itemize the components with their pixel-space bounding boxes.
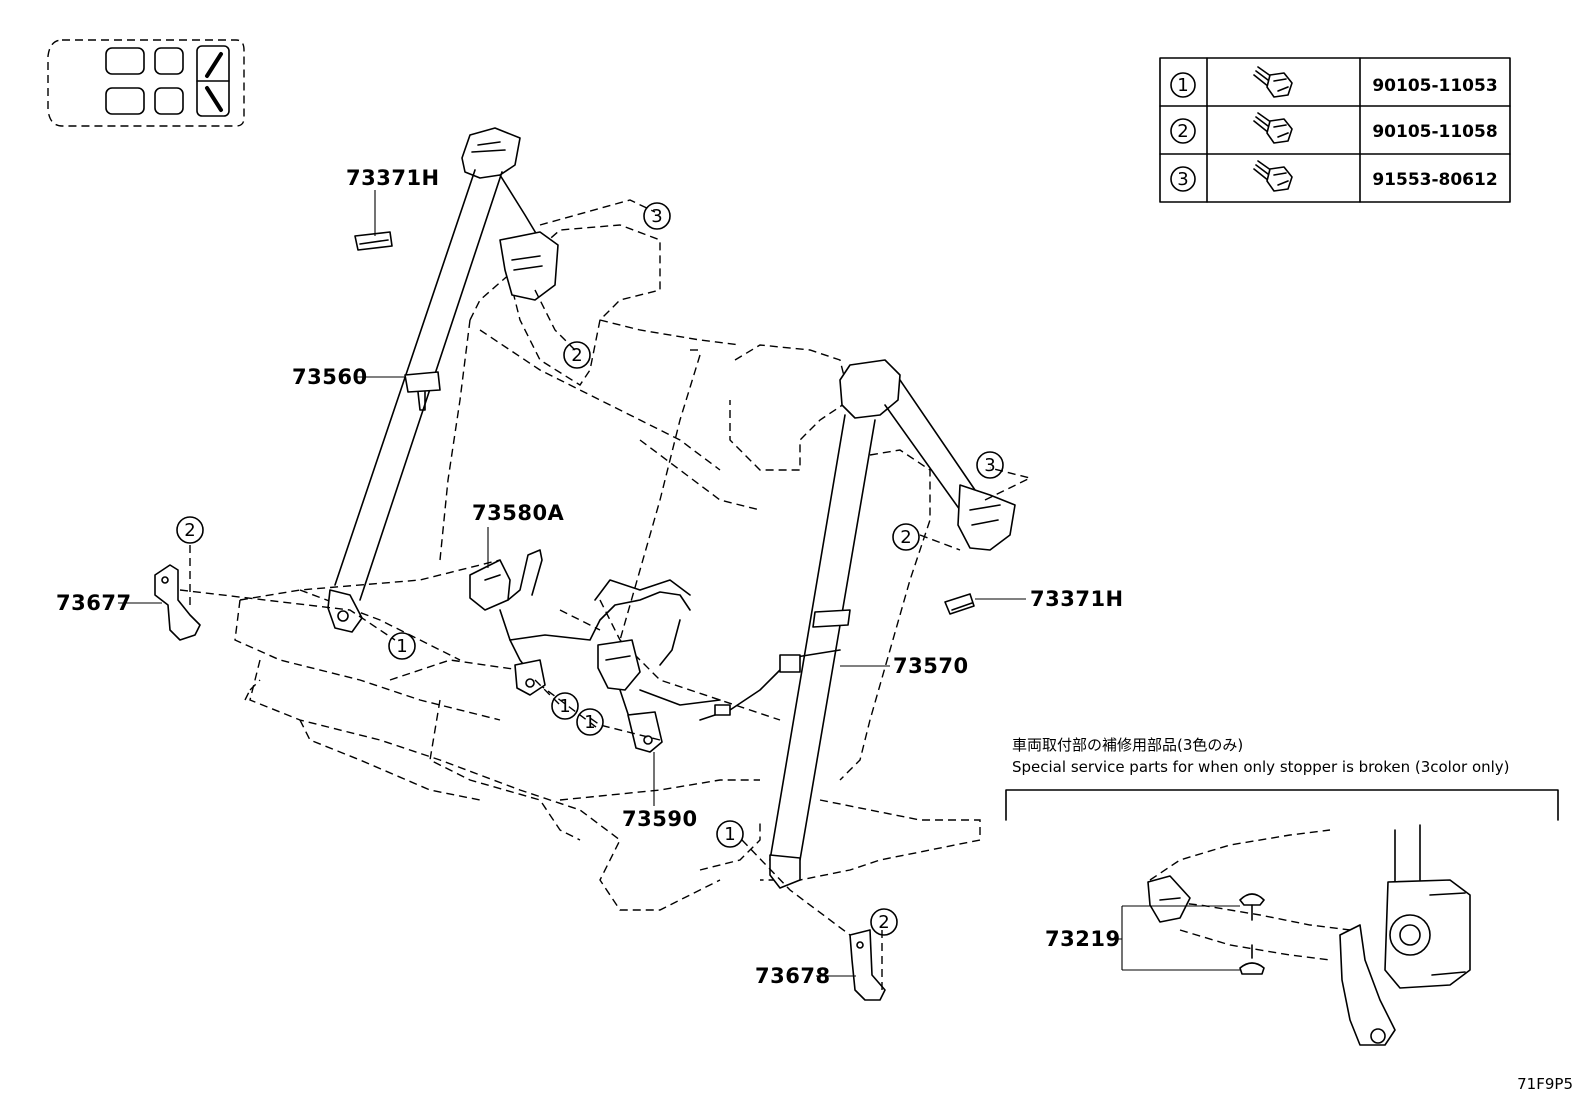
- part-label: 73560: [292, 365, 368, 389]
- svg-text:3: 3: [651, 206, 662, 227]
- part-label: 73580A: [472, 501, 565, 525]
- svg-text:2: 2: [900, 527, 911, 548]
- circle-ref-3-top: 3: [643, 202, 671, 230]
- svg-text:1: 1: [584, 712, 595, 733]
- callout-73570: 73570: [840, 654, 969, 678]
- service-parts-inset: 車両取付部の補修用部品(3色のみ) Special service parts …: [1005, 736, 1559, 1046]
- svg-text:3: 3: [984, 455, 995, 476]
- callout-73590: 73590: [622, 752, 698, 831]
- fastener-part-number: 91553-80612: [1372, 170, 1497, 190]
- circle-ref-1-bottom: 1: [716, 820, 744, 848]
- inset-title-en: Special service parts for when only stop…: [1012, 758, 1510, 776]
- circle-ref-2-top: 2: [563, 341, 591, 369]
- circle-ref-1-center-lower: 1: [576, 708, 604, 736]
- svg-text:1: 1: [396, 636, 407, 657]
- bolt-icon: [1253, 160, 1293, 192]
- part-label: 73570: [893, 654, 969, 678]
- fastener-part-number: 90105-11058: [1372, 122, 1497, 142]
- bolt-icon: [1253, 112, 1293, 144]
- bracket-73678: [849, 929, 886, 1001]
- callout-73678: 73678: [755, 964, 856, 988]
- fastener-ref: 1: [1177, 75, 1188, 96]
- figure-code: 71F9P5: [1517, 1075, 1573, 1093]
- fastener-table: 1 90105-11053 2 90105-11058 3: [1159, 57, 1511, 203]
- fastener-row: 3 91553-80612: [1170, 160, 1498, 192]
- cover-73371H-upper: [354, 231, 393, 251]
- circle-ref-2-left: 2: [176, 516, 204, 544]
- svg-text:1: 1: [724, 824, 735, 845]
- fastener-row: 2 90105-11058: [1170, 112, 1498, 144]
- fastener-ref: 2: [1177, 121, 1188, 142]
- left-seatbelt-73560: [327, 127, 559, 633]
- cover-73371H-right: [944, 593, 975, 615]
- callout-73677: 73677: [56, 591, 162, 615]
- svg-text:2: 2: [571, 345, 582, 366]
- svg-text:1: 1: [559, 696, 570, 717]
- bracket-73677: [154, 564, 201, 641]
- circle-ref-3-right: 3: [976, 451, 1004, 479]
- part-label: 73371H: [1030, 587, 1124, 611]
- vehicle-locator-icon: [47, 39, 245, 127]
- buckle-assembly-73590: [597, 639, 721, 753]
- circle-ref-1-left: 1: [388, 632, 416, 660]
- callout-73219: 73219: [1045, 905, 1240, 971]
- circle-ref-2-bottom: 2: [870, 908, 898, 936]
- right-seatbelt-73570: [699, 359, 1016, 889]
- bolt-icon: [1253, 66, 1293, 98]
- part-label: 73590: [622, 807, 698, 831]
- circle-ref-1-center: 1: [551, 692, 579, 720]
- buckle-assembly-73580A: [469, 549, 691, 696]
- circle-ref-2-right: 2: [892, 523, 920, 551]
- inset-title-jp: 車両取付部の補修用部品(3色のみ): [1012, 736, 1243, 754]
- fastener-ref: 3: [1177, 169, 1188, 190]
- callout-73371H-right: 73371H: [975, 587, 1124, 611]
- callout-73560: 73560: [292, 365, 406, 389]
- svg-text:2: 2: [184, 520, 195, 541]
- fastener-row: 1 90105-11053: [1170, 66, 1498, 98]
- part-label: 73371H: [346, 166, 440, 190]
- part-label: 73219: [1045, 927, 1121, 951]
- callout-73580A: 73580A: [472, 501, 565, 568]
- fastener-part-number: 90105-11053: [1372, 76, 1497, 96]
- rear-seat-outline: [234, 224, 981, 911]
- svg-text:2: 2: [878, 912, 889, 933]
- callout-73371H-upper: 73371H: [346, 166, 440, 236]
